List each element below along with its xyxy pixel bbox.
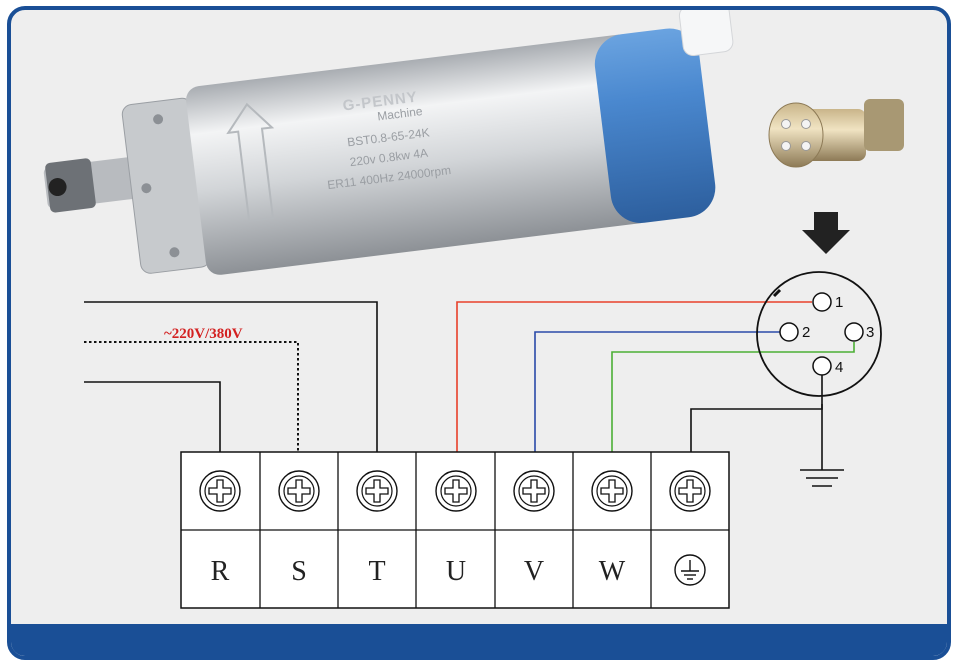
connector-pin-hole [801,119,811,129]
flange-bolt [141,183,152,194]
ground-icon [674,554,706,586]
earth-ground [800,404,844,487]
pin-2 [779,322,799,342]
terminal-cell-dividers [259,452,652,608]
terminal-label-v: V [524,556,544,587]
connector-pin-hole [781,141,791,151]
terminal-label-t: T [368,556,385,587]
connector-clamp [864,99,904,151]
screw-icon [669,470,711,512]
supply-wire-r [84,381,221,452]
aviation-connector [768,99,904,168]
terminal-u: U [435,470,477,587]
terminal-label-s: S [291,556,307,587]
wire-u-pin1 [456,301,812,452]
wire-w-pin3 [611,342,855,452]
pin-2-label: 2 [802,324,810,341]
terminal-t: T [356,470,398,587]
direction-arrow-icon [226,102,275,223]
connector-face [768,102,824,168]
pin-3-label: 3 [866,324,874,341]
spindle-blue-cap [594,28,716,224]
collet-bore [48,178,67,197]
supply-lines [84,301,378,452]
wiring-diagram: G-PENNY Machine BST0.8-65-24K 220v 0.8kw… [43,10,904,609]
screw-icon [513,470,555,512]
terminal-label-r: R [211,556,230,587]
spindle-rear-plug [678,10,734,57]
flange-bolt [169,247,180,258]
pin-1 [812,292,832,312]
pin-1-label: 1 [835,294,843,311]
terminal-v: V [513,470,555,587]
terminal-label-w: W [599,556,626,587]
down-arrow-icon [802,212,850,254]
flange-bolt [153,114,164,125]
supply-wire-s [84,341,299,452]
terminal-block: R S T U [180,451,730,609]
terminal-w: W [591,470,633,587]
screw-icon [199,470,241,512]
screw-icon [591,470,633,512]
terminal-r: R [199,470,241,587]
connector-pin-hole [781,119,791,129]
screw-icon [278,470,320,512]
diagram-frame: G-PENNY Machine BST0.8-65-24K 220v 0.8kw… [7,6,951,660]
spindle-subtitle: Machine [377,104,424,123]
motor-wires [456,301,855,452]
pinout-outline [756,271,882,397]
terminal-label-u: U [446,556,466,587]
er11-collet-nut [45,158,96,213]
key-notch [772,288,782,298]
voltage-label: ~220V/380V [164,326,243,342]
terminal-pe [669,470,711,586]
wire-ground-pin4 [690,374,823,452]
wire-v-pin2 [534,331,780,452]
connector-pinout: 1 2 3 4 [756,271,882,397]
pin-4 [812,356,832,376]
pin-4-label: 4 [835,359,843,376]
spindle-motor: G-PENNY Machine BST0.8-65-24K 220v 0.8kw… [43,10,734,275]
bottom-band [11,624,947,656]
screw-icon [435,470,477,512]
spindle-body [186,34,653,275]
screw-icon [356,470,398,512]
connector-pin-hole [801,141,811,151]
terminal-s: S [278,470,320,587]
supply-wire-t [84,301,378,452]
pin-3 [844,322,864,342]
